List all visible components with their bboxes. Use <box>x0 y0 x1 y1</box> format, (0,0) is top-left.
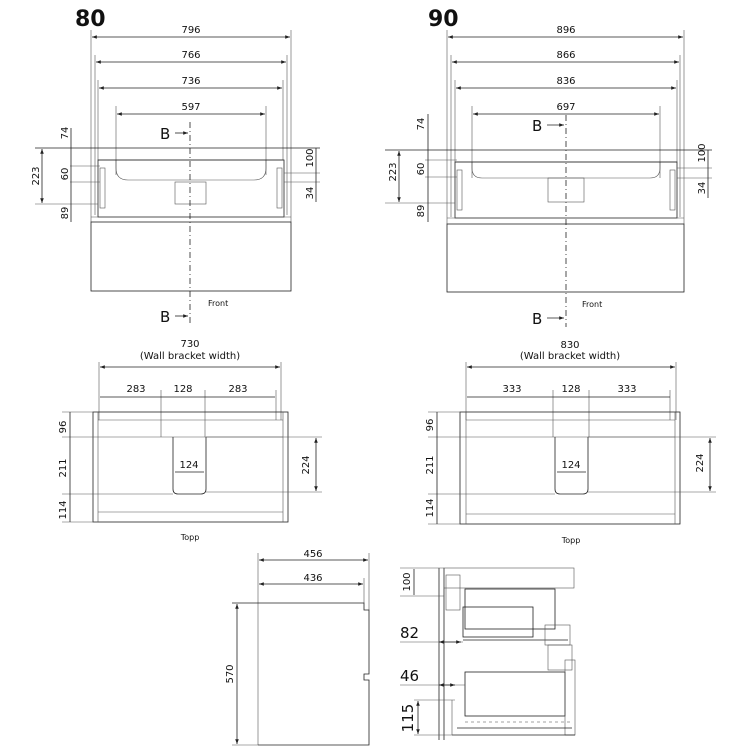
dim-830: 830 <box>560 340 579 351</box>
dim-128: 128 <box>173 384 192 395</box>
dim-section-82: 82 <box>400 624 419 642</box>
dim-211-90: 211 <box>425 455 436 474</box>
dim-34: 34 <box>305 187 316 200</box>
size-title-80: 80 <box>75 7 106 32</box>
view-label-topp-90: Topp <box>561 536 581 545</box>
front-view-90: 90 896 866 836 697 B B Front 223 74 60 <box>385 7 712 328</box>
dim-100-90: 100 <box>697 143 708 162</box>
dim-34-90: 34 <box>697 182 708 195</box>
dim-223-90: 223 <box>388 162 399 181</box>
bracket-note: (Wall bracket width) <box>140 351 240 362</box>
dim-766: 766 <box>181 50 200 61</box>
dim-224-90: 224 <box>695 453 706 472</box>
dim-114: 114 <box>58 500 69 519</box>
dim-283-left: 283 <box>126 384 145 395</box>
dim-796: 796 <box>181 25 200 36</box>
top-view-90: 830 (Wall bracket width) 333 128 333 124… <box>425 340 716 545</box>
dim-section-46: 46 <box>400 667 419 685</box>
section-marker-b-bottom: B <box>160 308 170 326</box>
dim-836: 836 <box>556 76 575 87</box>
dim-224: 224 <box>301 455 312 474</box>
dim-730: 730 <box>180 339 199 350</box>
view-label-front: Front <box>208 299 228 308</box>
dim-60: 60 <box>60 168 71 181</box>
dim-60-90: 60 <box>416 163 427 176</box>
dim-570: 570 <box>225 664 236 683</box>
view-label-front-90: Front <box>582 300 602 309</box>
view-label-topp: Topp <box>180 533 200 542</box>
dim-124-90: 124 <box>561 460 580 471</box>
dim-223: 223 <box>31 166 42 185</box>
dim-89: 89 <box>60 207 71 220</box>
dim-96-90: 96 <box>425 419 436 432</box>
dim-436: 436 <box>303 573 322 584</box>
dim-section-115: 115 <box>399 704 417 733</box>
dim-736: 736 <box>181 76 200 87</box>
section-view-b: 100 82 46 115 <box>399 567 576 740</box>
dim-100: 100 <box>305 148 316 167</box>
dim-697: 697 <box>556 102 575 113</box>
front-view-80: 80 796 766 736 597 B B Front 223 74 <box>31 7 320 326</box>
dim-128-90: 128 <box>561 384 580 395</box>
dim-283-right: 283 <box>228 384 247 395</box>
dim-597: 597 <box>181 102 200 113</box>
section-marker-b-bottom-90: B <box>532 310 542 328</box>
section-marker-b-top-90: B <box>532 117 542 135</box>
dim-section-100: 100 <box>402 572 413 591</box>
size-title-90: 90 <box>428 7 459 32</box>
dim-896: 896 <box>556 25 575 36</box>
dim-74: 74 <box>60 127 71 140</box>
dim-114-90: 114 <box>425 498 436 517</box>
bracket-note-90: (Wall bracket width) <box>520 351 620 362</box>
top-view-80: 730 (Wall bracket width) 283 128 283 124… <box>58 339 322 542</box>
dim-124: 124 <box>179 460 198 471</box>
side-view: 456 436 570 <box>225 549 370 746</box>
dim-211: 211 <box>58 458 69 477</box>
section-marker-b-top: B <box>160 125 170 143</box>
dim-74-90: 74 <box>416 118 427 131</box>
dim-333-right: 333 <box>617 384 636 395</box>
dim-96: 96 <box>58 421 69 434</box>
dim-89-90: 89 <box>416 205 427 218</box>
dim-456: 456 <box>303 549 322 560</box>
dim-333-left: 333 <box>502 384 521 395</box>
dim-866: 866 <box>556 50 575 61</box>
